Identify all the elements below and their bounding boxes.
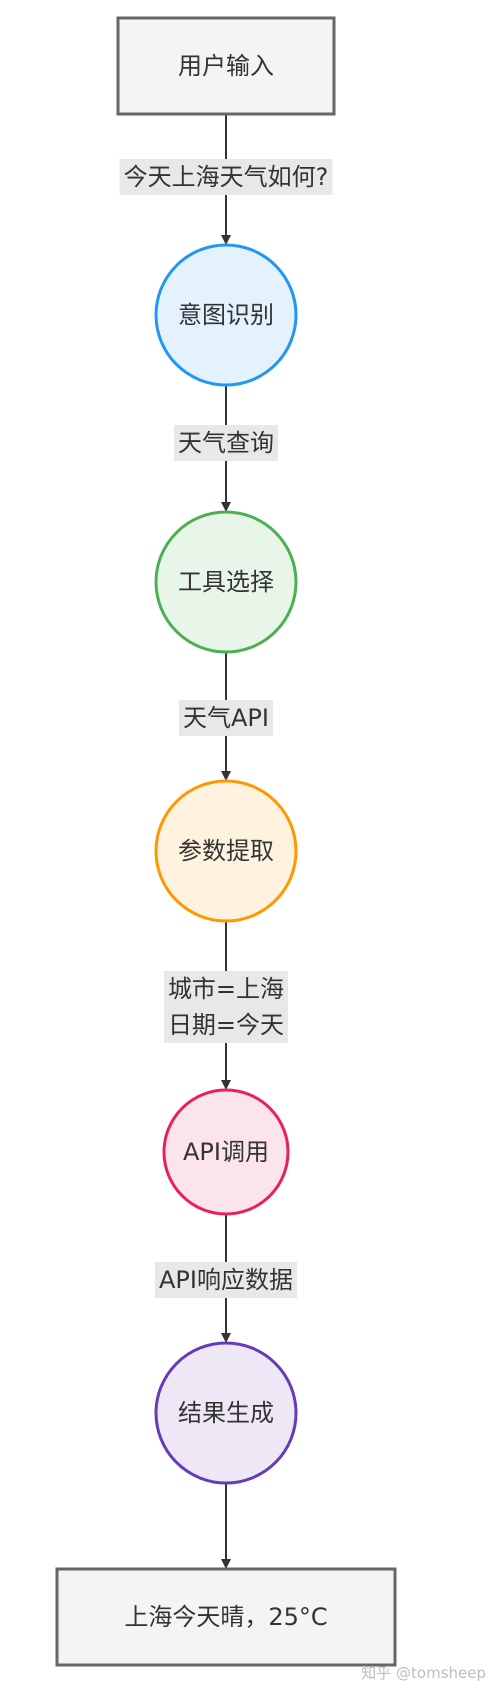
- node-user-input: 用户输入: [116, 16, 336, 116]
- edge-label-tool-selection-to-parameter-extraction: 天气API: [179, 700, 273, 736]
- edge-label-background: [179, 700, 273, 736]
- node-shape-parameter-extraction: [154, 779, 298, 923]
- edge-label-background: [119, 159, 333, 195]
- watermark-text: 知乎 @tomsheep: [361, 1664, 486, 1682]
- node-label-result-generation: 结果生成: [178, 1399, 274, 1427]
- node-shape-intent-recognition: [154, 243, 298, 387]
- edge-label-line: 城市=上海: [168, 975, 284, 1003]
- node-shape-result-generation: [154, 1341, 298, 1485]
- edge-label-background: [155, 1262, 297, 1298]
- node-intent-recognition: 意图识别: [154, 243, 298, 387]
- edge-label-line: 今天上海天气如何?: [124, 163, 329, 191]
- edge-label-api-call-to-result-generation: API响应数据: [155, 1262, 297, 1298]
- node-final-output: 上海今天晴，25°C: [55, 1567, 397, 1667]
- edge-label-line: API响应数据: [159, 1266, 293, 1294]
- node-label-final-output: 上海今天晴，25°C: [124, 1603, 327, 1631]
- edge-label-background: [174, 425, 278, 461]
- node-parameter-extraction: 参数提取: [154, 779, 298, 923]
- node-label-user-input: 用户输入: [178, 52, 274, 80]
- edge-label-intent-recognition-to-tool-selection: 天气查询: [174, 425, 278, 461]
- node-label-intent-recognition: 意图识别: [178, 301, 274, 329]
- node-label-api-call: API调用: [183, 1138, 269, 1166]
- edge-label-background: [163, 971, 289, 1043]
- edge-label-line: 日期=今天: [168, 1011, 284, 1039]
- node-api-call: API调用: [162, 1088, 290, 1216]
- edge-label-line: 天气API: [183, 704, 269, 732]
- node-shape-api-call: [162, 1088, 290, 1216]
- node-shape-tool-selection: [154, 510, 298, 654]
- node-shape-user-input: [116, 16, 336, 116]
- node-tool-selection: 工具选择: [154, 510, 298, 654]
- node-shape-final-output: [55, 1567, 397, 1667]
- node-label-tool-selection: 工具选择: [178, 568, 274, 596]
- edge-label-user-input-to-intent-recognition: 今天上海天气如何?: [119, 159, 333, 195]
- edge-label-line: 天气查询: [178, 429, 274, 457]
- node-result-generation: 结果生成: [154, 1341, 298, 1485]
- node-label-parameter-extraction: 参数提取: [178, 837, 274, 865]
